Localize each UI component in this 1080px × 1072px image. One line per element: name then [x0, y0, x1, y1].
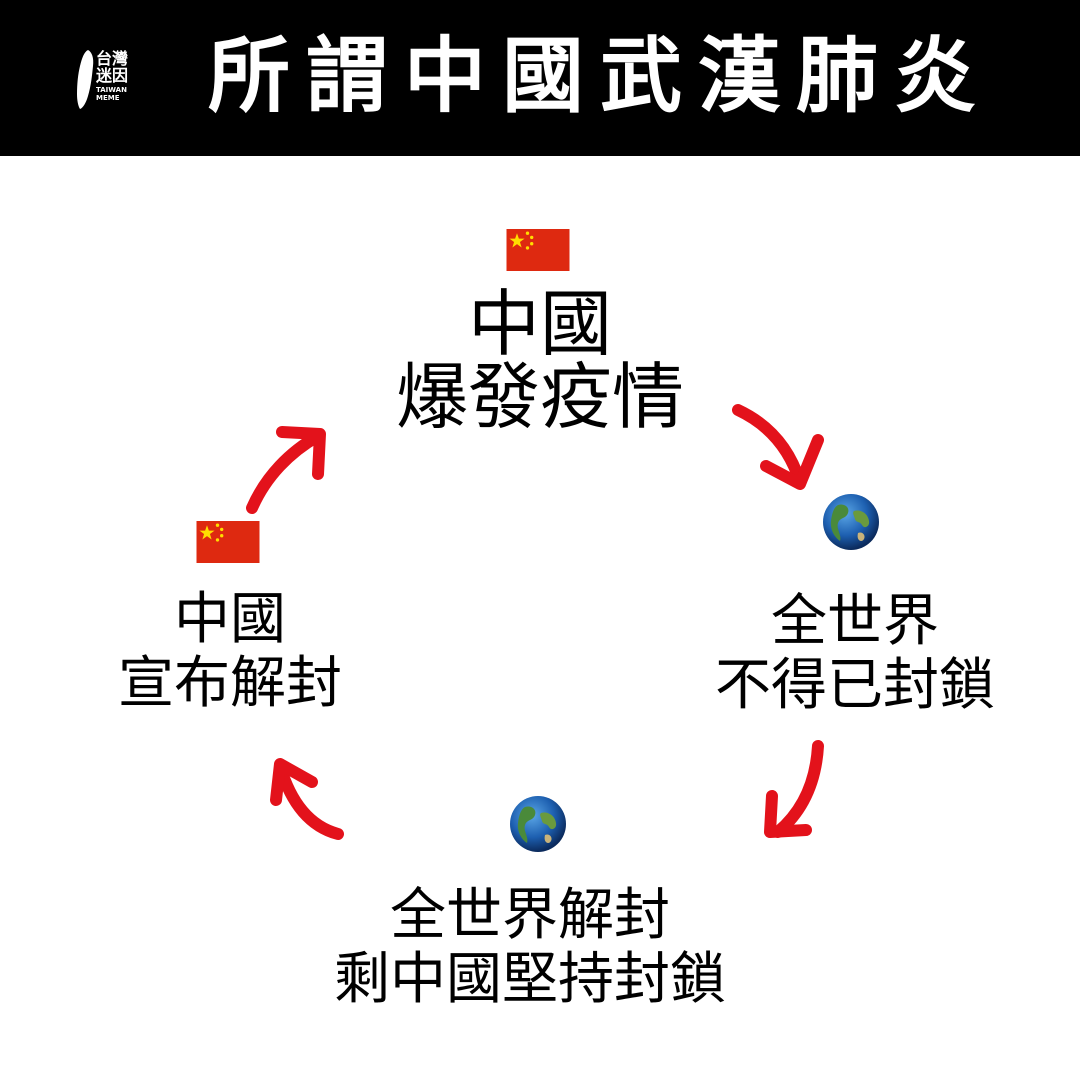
- cycle-step-china-outbreak: 中國 爆發疫情: [338, 288, 742, 434]
- arrow-top-right-icon: [732, 404, 824, 490]
- step-line-1: 全世界: [771, 589, 939, 654]
- earth-globe-icon: [823, 494, 879, 550]
- logo-subtext: TAIWAN MEME: [96, 86, 127, 102]
- step-line-2: 不得已封鎖: [715, 653, 995, 718]
- arrow-right-down-icon: [764, 740, 824, 838]
- step-line-2: 宣布解封: [118, 651, 342, 716]
- arrow-bottom-left-icon: [270, 758, 344, 840]
- china-flag-icon: [196, 521, 260, 563]
- step-line-1: 中國: [467, 282, 612, 366]
- page-title: 所謂中國武漢肺炎: [207, 29, 992, 124]
- earth-globe-icon: [510, 796, 566, 852]
- cycle-step-world-lockdown: 全世界 不得已封鎖: [690, 590, 1020, 718]
- arrow-left-up-icon: [246, 426, 326, 514]
- step-line-2: 爆發疫情: [395, 355, 684, 439]
- taiwan-meme-logo: 台灣 迷因 TAIWAN MEME: [74, 48, 144, 110]
- taiwan-island-icon: [77, 50, 94, 109]
- cycle-step-china-reopens: 中國 宣布解封: [80, 588, 380, 716]
- step-line-1: 全世界解封: [390, 883, 670, 948]
- step-line-2: 剩中國堅持封鎖: [334, 947, 726, 1012]
- cycle-step-world-reopens: 全世界解封 剩中國堅持封鎖: [280, 884, 780, 1012]
- china-flag-icon: [506, 229, 570, 271]
- logo-text: 台灣 迷因: [96, 49, 129, 85]
- step-line-1: 中國: [174, 587, 286, 652]
- header-bar: 台灣 迷因 TAIWAN MEME 所謂中國武漢肺炎: [0, 0, 1080, 156]
